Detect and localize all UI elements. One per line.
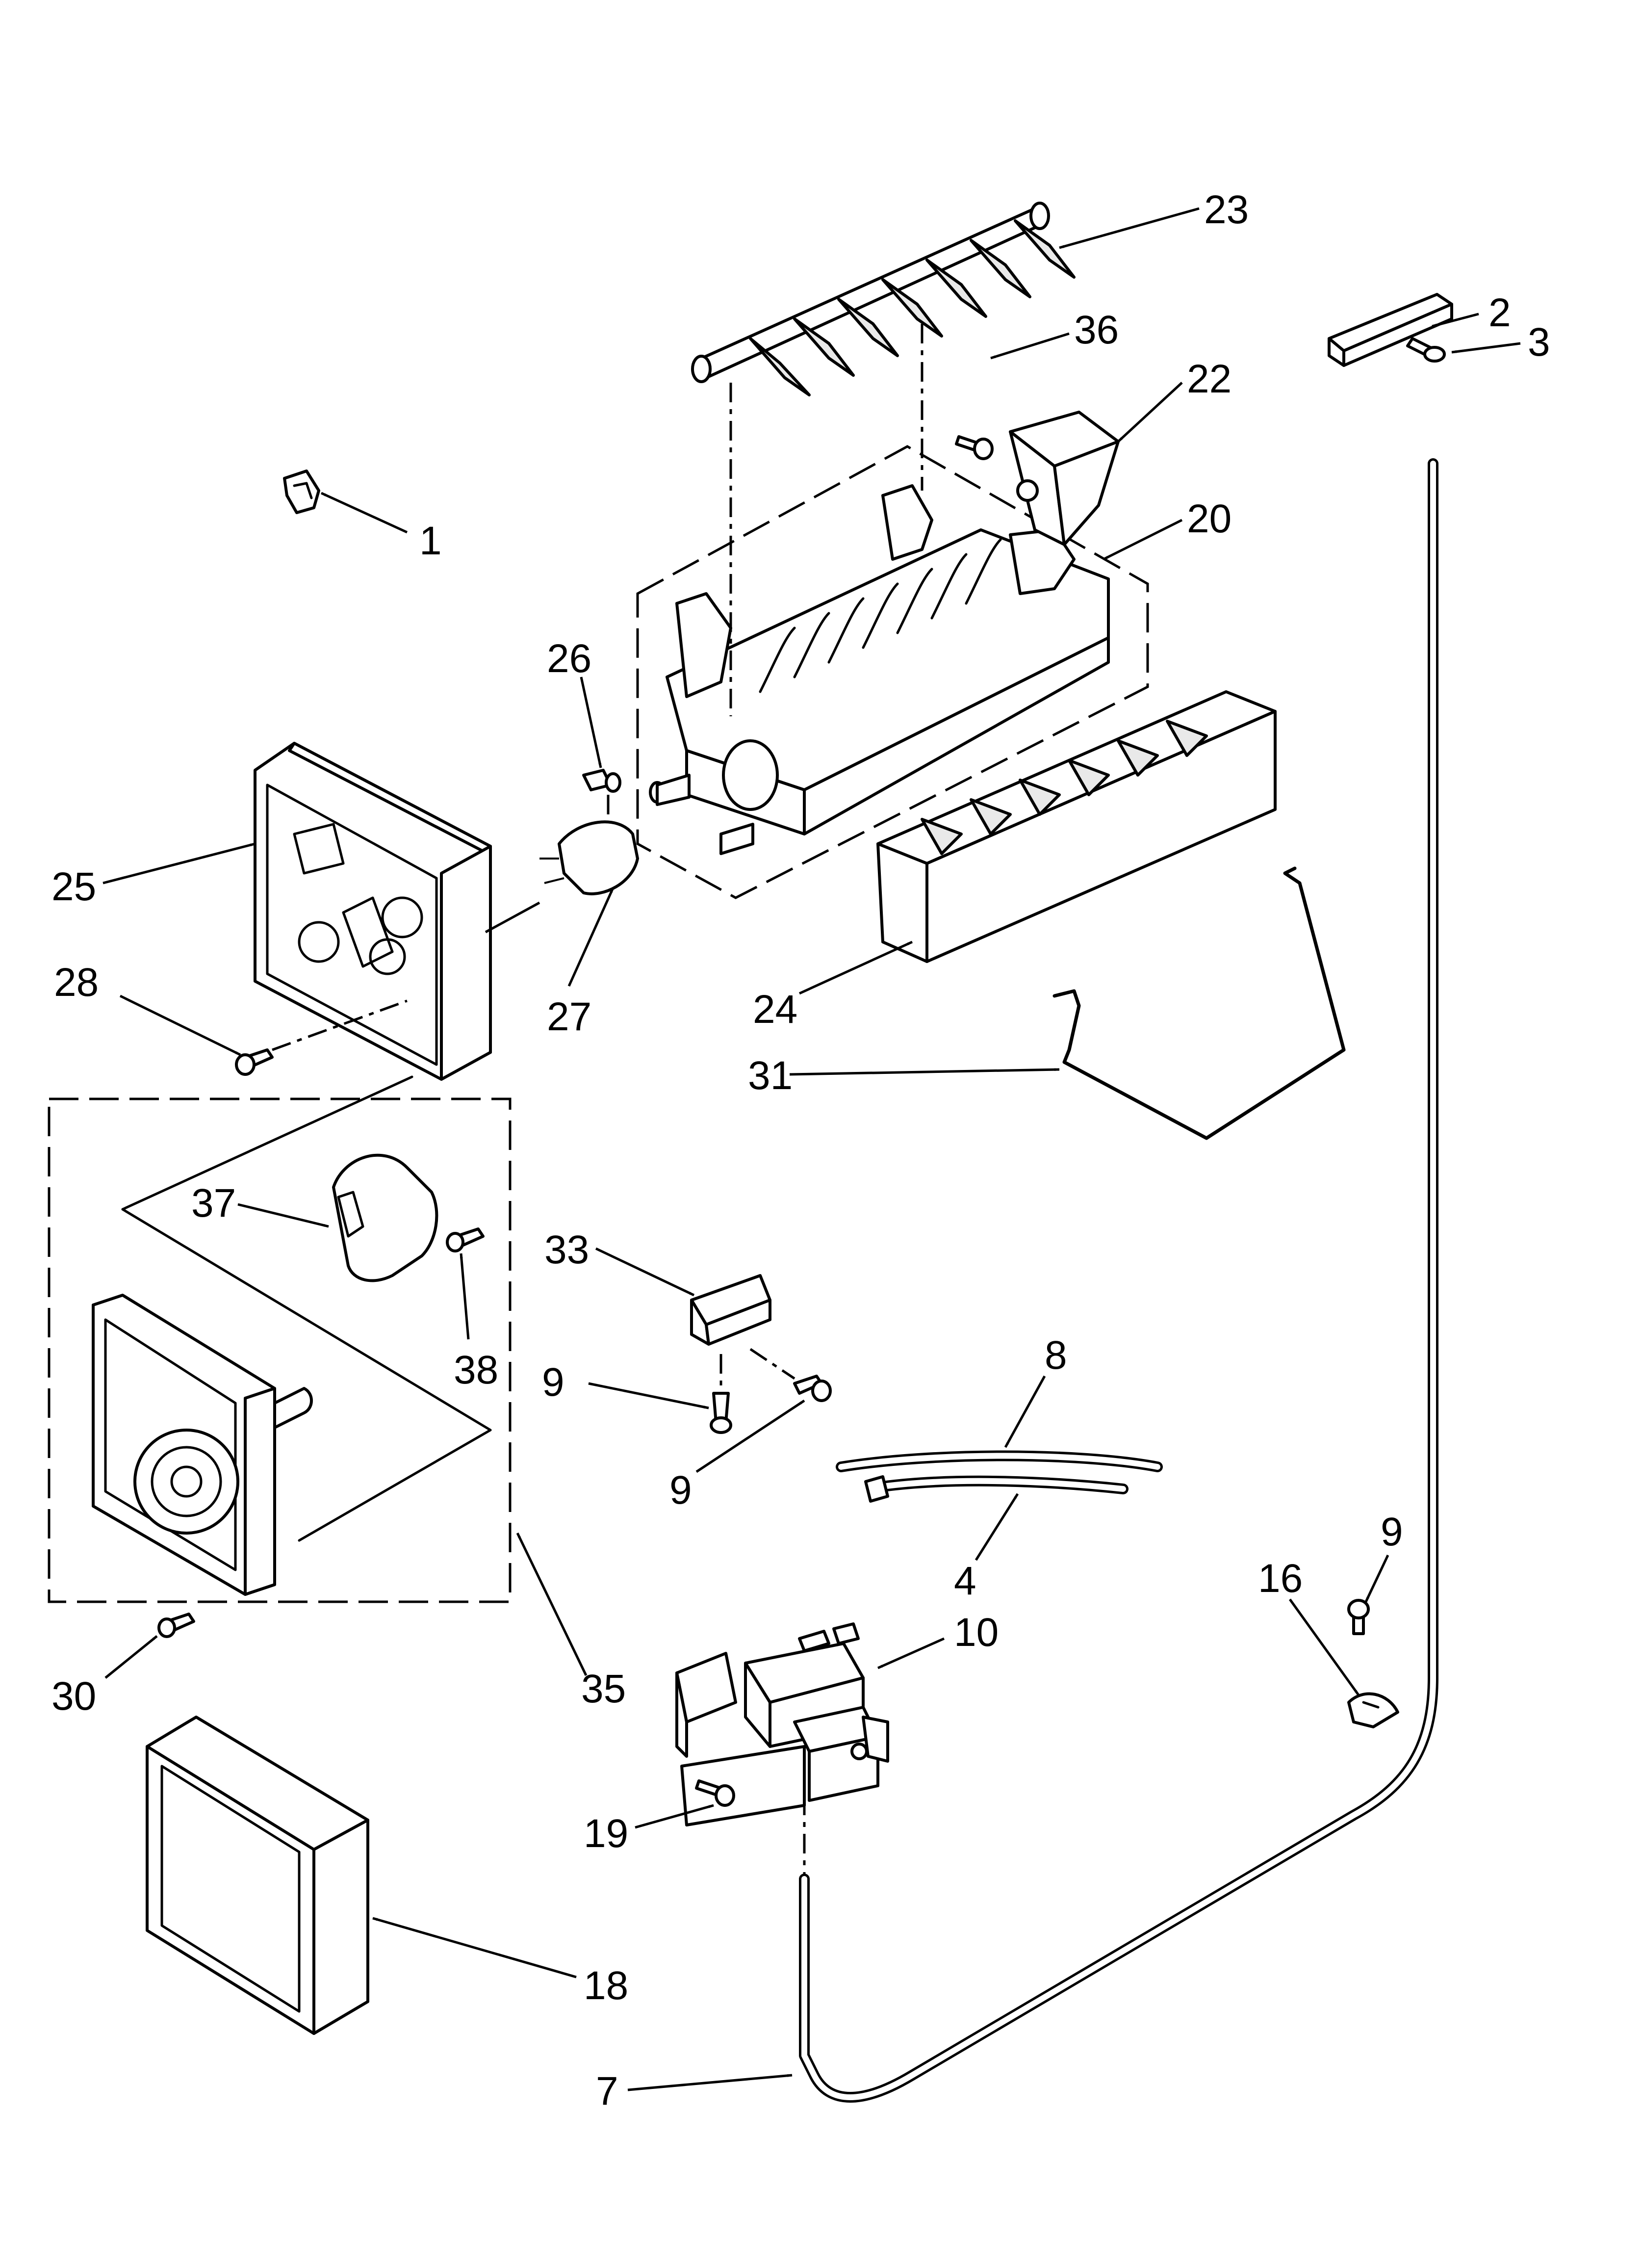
leader-30 [104,1635,158,1679]
leader-22 [1117,382,1183,443]
thermostat [539,820,639,895]
fill-cup [1009,411,1120,546]
callout-23: 23 [1204,187,1249,232]
screw-28 [235,1048,274,1076]
callout-37: 37 [191,1181,236,1225]
access-panel [146,1716,369,2035]
callout-25: 25 [51,864,96,909]
callout-9-right: 9 [1381,1510,1403,1554]
leader-26 [580,677,602,768]
leader-25 [103,842,256,885]
leader-28 [119,994,241,1056]
mold-boundary [636,445,1149,899]
clip-part-1 [283,469,320,514]
leader-9-middle [695,1399,805,1473]
leader-36 [990,332,1070,360]
callout-20: 20 [1187,496,1232,541]
screw-3 [1406,337,1446,363]
screw-19 [695,1779,735,1807]
screw-36 [955,435,994,460]
callout-1: 1 [419,519,442,563]
callout-3: 3 [1528,320,1550,365]
leader-37 [237,1203,329,1228]
control-housing [254,742,540,1081]
screw-28-alignment-line [272,999,408,1051]
callout-19: 19 [584,1811,628,1856]
leader-38 [460,1253,470,1340]
leader-18 [372,1917,577,1979]
clamp-16 [1347,1692,1399,1728]
leader-4 [975,1493,1019,1561]
leader-27 [567,887,615,987]
ejector-shaft [691,202,1076,396]
leader-2 [1432,313,1479,328]
screw-38 [446,1227,485,1252]
callout-31: 31 [748,1053,793,1098]
callout-35: 35 [581,1667,626,1711]
callout-7: 7 [596,2069,618,2113]
callout-38: 38 [454,1348,498,1392]
callout-16: 16 [1258,1556,1303,1601]
leader-7 [627,2074,793,2091]
leader-19 [635,1804,714,1829]
callout-36: 36 [1074,308,1119,352]
leader-20 [1103,519,1183,561]
ice-mold [649,484,1110,855]
leader-8 [1004,1375,1046,1448]
callout-18: 18 [584,1963,628,2008]
callout-9-middle: 9 [669,1468,692,1512]
leader-23 [1059,207,1200,249]
screw-9-left [710,1392,732,1434]
shut-off-arm [1052,866,1346,1140]
module-boundary [48,1097,512,1603]
callout-9-left: 9 [542,1360,564,1405]
callout-2: 2 [1488,290,1511,335]
callout-28: 28 [54,960,99,1005]
leader-9-right [1364,1554,1389,1603]
screw-9-right [1347,1599,1370,1635]
water-valve [675,1622,889,1826]
water-tube [799,458,1438,2103]
leader-3 [1451,342,1521,354]
motor-alignment-line [121,1075,413,1211]
leader-9-left [588,1382,709,1409]
leader-33 [595,1247,695,1297]
callout-26: 26 [547,636,591,681]
callout-27: 27 [547,994,591,1039]
leader-1 [320,492,408,534]
callout-33: 33 [544,1227,589,1272]
leader-35 [516,1532,588,1676]
leader-31 [789,1068,1060,1076]
leader-10 [877,1637,945,1669]
callout-8: 8 [1045,1333,1067,1378]
screw-30 [157,1613,195,1638]
control-module [92,1294,313,1596]
leader-16 [1288,1598,1360,1696]
callout-24: 24 [753,987,797,1032]
callout-22: 22 [1187,357,1232,401]
motor [332,1153,438,1282]
shut-off-arm-bushing [582,769,621,793]
callout-4: 4 [954,1559,976,1603]
module-alignment-line [121,1208,492,1542]
ice-stripper [876,690,1277,963]
support-bracket [1328,293,1453,367]
screw-9-alignment-line-2 [749,1348,795,1380]
tube-8 [836,1450,1163,1472]
screw-9-middle [793,1375,832,1402]
mold-ribs [759,538,1002,693]
callout-10: 10 [954,1610,999,1655]
leader-24 [798,940,913,995]
tube-4 [864,1475,1129,1503]
callout-30: 30 [51,1674,96,1719]
bracket-33 [690,1274,771,1346]
